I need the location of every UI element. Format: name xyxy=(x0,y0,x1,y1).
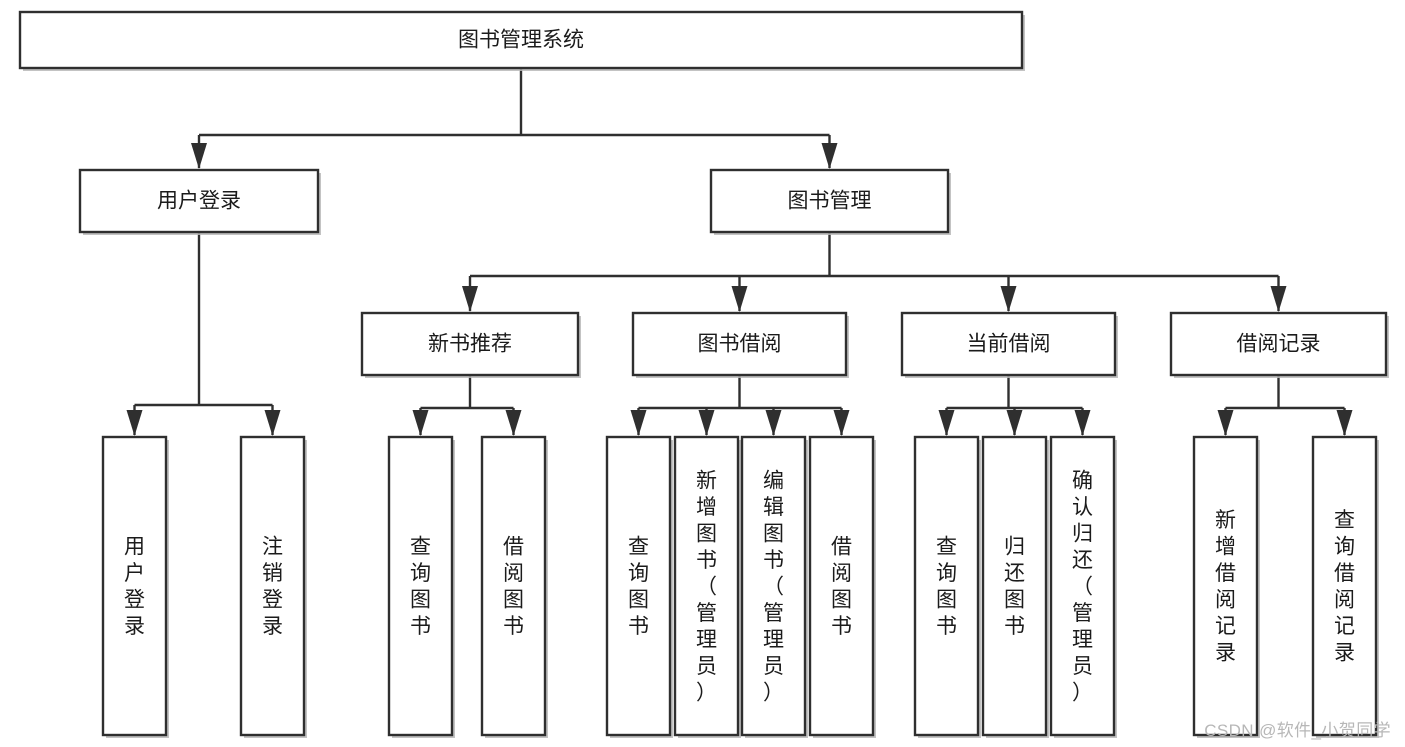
node-user-login[interactable]: 用户登录 xyxy=(78,168,321,235)
node-rect xyxy=(360,311,580,377)
node-new-book-recommend-label: 新书推荐 xyxy=(428,333,512,356)
node-leaf-logout-login[interactable]: 注销登录 xyxy=(239,435,307,738)
node-rect xyxy=(239,435,306,737)
node-leaf-query-book-3[interactable]: 查询图书 xyxy=(913,435,981,738)
node-leaf-query-book-2-label: 查询图书 xyxy=(628,536,649,639)
node-book-management[interactable]: 图书管理 xyxy=(709,168,951,235)
node-borrow-record-label: 借阅记录 xyxy=(1237,333,1321,356)
node-leaf-confirm-return-admin-label: 确认归还（管理员） xyxy=(1072,469,1093,704)
node-rect xyxy=(913,435,980,737)
node-leaf-logout-login-label: 注销登录 xyxy=(262,536,283,639)
arrow-head-icon xyxy=(765,410,782,436)
arrow-head-icon xyxy=(264,410,281,436)
node-rect xyxy=(631,311,848,377)
node-rect xyxy=(101,435,168,737)
node-leaf-borrow-book-1-label: 借阅图书 xyxy=(503,536,524,639)
node-rect xyxy=(673,435,740,737)
node-leaf-return-book-label: 归还图书 xyxy=(1004,536,1025,639)
arrow-head-icon xyxy=(821,143,838,169)
node-leaf-user-login[interactable]: 用户登录 xyxy=(101,435,169,738)
arrow-head-icon xyxy=(1217,410,1234,436)
node-root-label: 图书管理系统 xyxy=(458,29,584,52)
node-rect xyxy=(981,435,1048,737)
node-book-borrow-label: 图书借阅 xyxy=(698,333,782,356)
node-rect xyxy=(18,10,1024,70)
node-rect xyxy=(78,168,320,234)
arrow-head-icon xyxy=(505,410,522,436)
node-rect xyxy=(1311,435,1378,737)
arrow-head-icon xyxy=(1336,410,1353,436)
arrow-head-icon xyxy=(462,286,478,312)
node-leaf-borrow-book-2[interactable]: 借阅图书 xyxy=(808,435,876,738)
node-rect xyxy=(605,435,672,737)
node-current-borrow-label: 当前借阅 xyxy=(967,333,1051,356)
node-leaf-edit-book-admin-label: 编辑图书（管理员） xyxy=(763,469,784,704)
node-leaf-add-borrow-record-label: 新增借阅记录 xyxy=(1215,509,1236,665)
node-leaf-user-login-label: 用户登录 xyxy=(124,536,145,639)
arrow-head-icon xyxy=(833,410,850,436)
arrow-head-icon xyxy=(731,286,748,312)
arrow-head-icon xyxy=(191,143,207,169)
node-book-management-label: 图书管理 xyxy=(788,190,872,213)
node-leaf-query-book-1[interactable]: 查询图书 xyxy=(387,435,455,738)
node-leaf-query-borrow-record-label: 查询借阅记录 xyxy=(1334,509,1355,665)
node-user-login-label: 用户登录 xyxy=(157,190,241,213)
node-leaf-query-book-3-label: 查询图书 xyxy=(936,536,957,639)
node-rect xyxy=(1049,435,1116,737)
node-rect xyxy=(740,435,807,737)
node-root[interactable]: 图书管理系统 xyxy=(18,10,1025,71)
node-layer: 图书管理系统用户登录图书管理新书推荐图书借阅当前借阅借阅记录用户登录注销登录查询… xyxy=(18,10,1389,738)
arrow-head-icon xyxy=(938,410,955,436)
node-rect xyxy=(1192,435,1259,737)
node-leaf-add-book-admin[interactable]: 新增图书（管理员） xyxy=(673,435,741,738)
node-leaf-borrow-book-2-label: 借阅图书 xyxy=(831,536,852,639)
arrow-head-icon xyxy=(1006,410,1023,436)
arrow-head-icon xyxy=(698,410,715,436)
node-rect xyxy=(387,435,454,737)
node-book-borrow[interactable]: 图书借阅 xyxy=(631,311,849,378)
node-leaf-query-book-2[interactable]: 查询图书 xyxy=(605,435,673,738)
node-leaf-confirm-return-admin[interactable]: 确认归还（管理员） xyxy=(1049,435,1117,738)
node-leaf-add-book-admin-label: 新增图书（管理员） xyxy=(696,469,717,704)
arrow-head-icon xyxy=(1270,286,1287,312)
node-leaf-borrow-book-1[interactable]: 借阅图书 xyxy=(480,435,548,738)
node-leaf-query-book-1-label: 查询图书 xyxy=(410,536,431,639)
arrow-head-icon xyxy=(126,410,143,436)
connector-layer xyxy=(126,68,1353,436)
node-leaf-query-borrow-record[interactable]: 查询借阅记录 xyxy=(1311,435,1379,738)
node-rect xyxy=(900,311,1117,377)
arrow-head-icon xyxy=(412,410,429,436)
arrow-head-icon xyxy=(630,410,647,436)
arrow-head-icon xyxy=(1074,410,1091,436)
node-leaf-edit-book-admin[interactable]: 编辑图书（管理员） xyxy=(740,435,808,738)
arrow-head-icon xyxy=(1000,286,1017,312)
node-rect xyxy=(808,435,875,737)
node-leaf-return-book[interactable]: 归还图书 xyxy=(981,435,1049,738)
node-rect xyxy=(1169,311,1388,377)
node-rect xyxy=(480,435,547,737)
node-new-book-recommend[interactable]: 新书推荐 xyxy=(360,311,581,378)
node-leaf-add-borrow-record[interactable]: 新增借阅记录 xyxy=(1192,435,1260,738)
node-current-borrow[interactable]: 当前借阅 xyxy=(900,311,1118,378)
node-rect xyxy=(709,168,950,234)
node-borrow-record[interactable]: 借阅记录 xyxy=(1169,311,1389,378)
